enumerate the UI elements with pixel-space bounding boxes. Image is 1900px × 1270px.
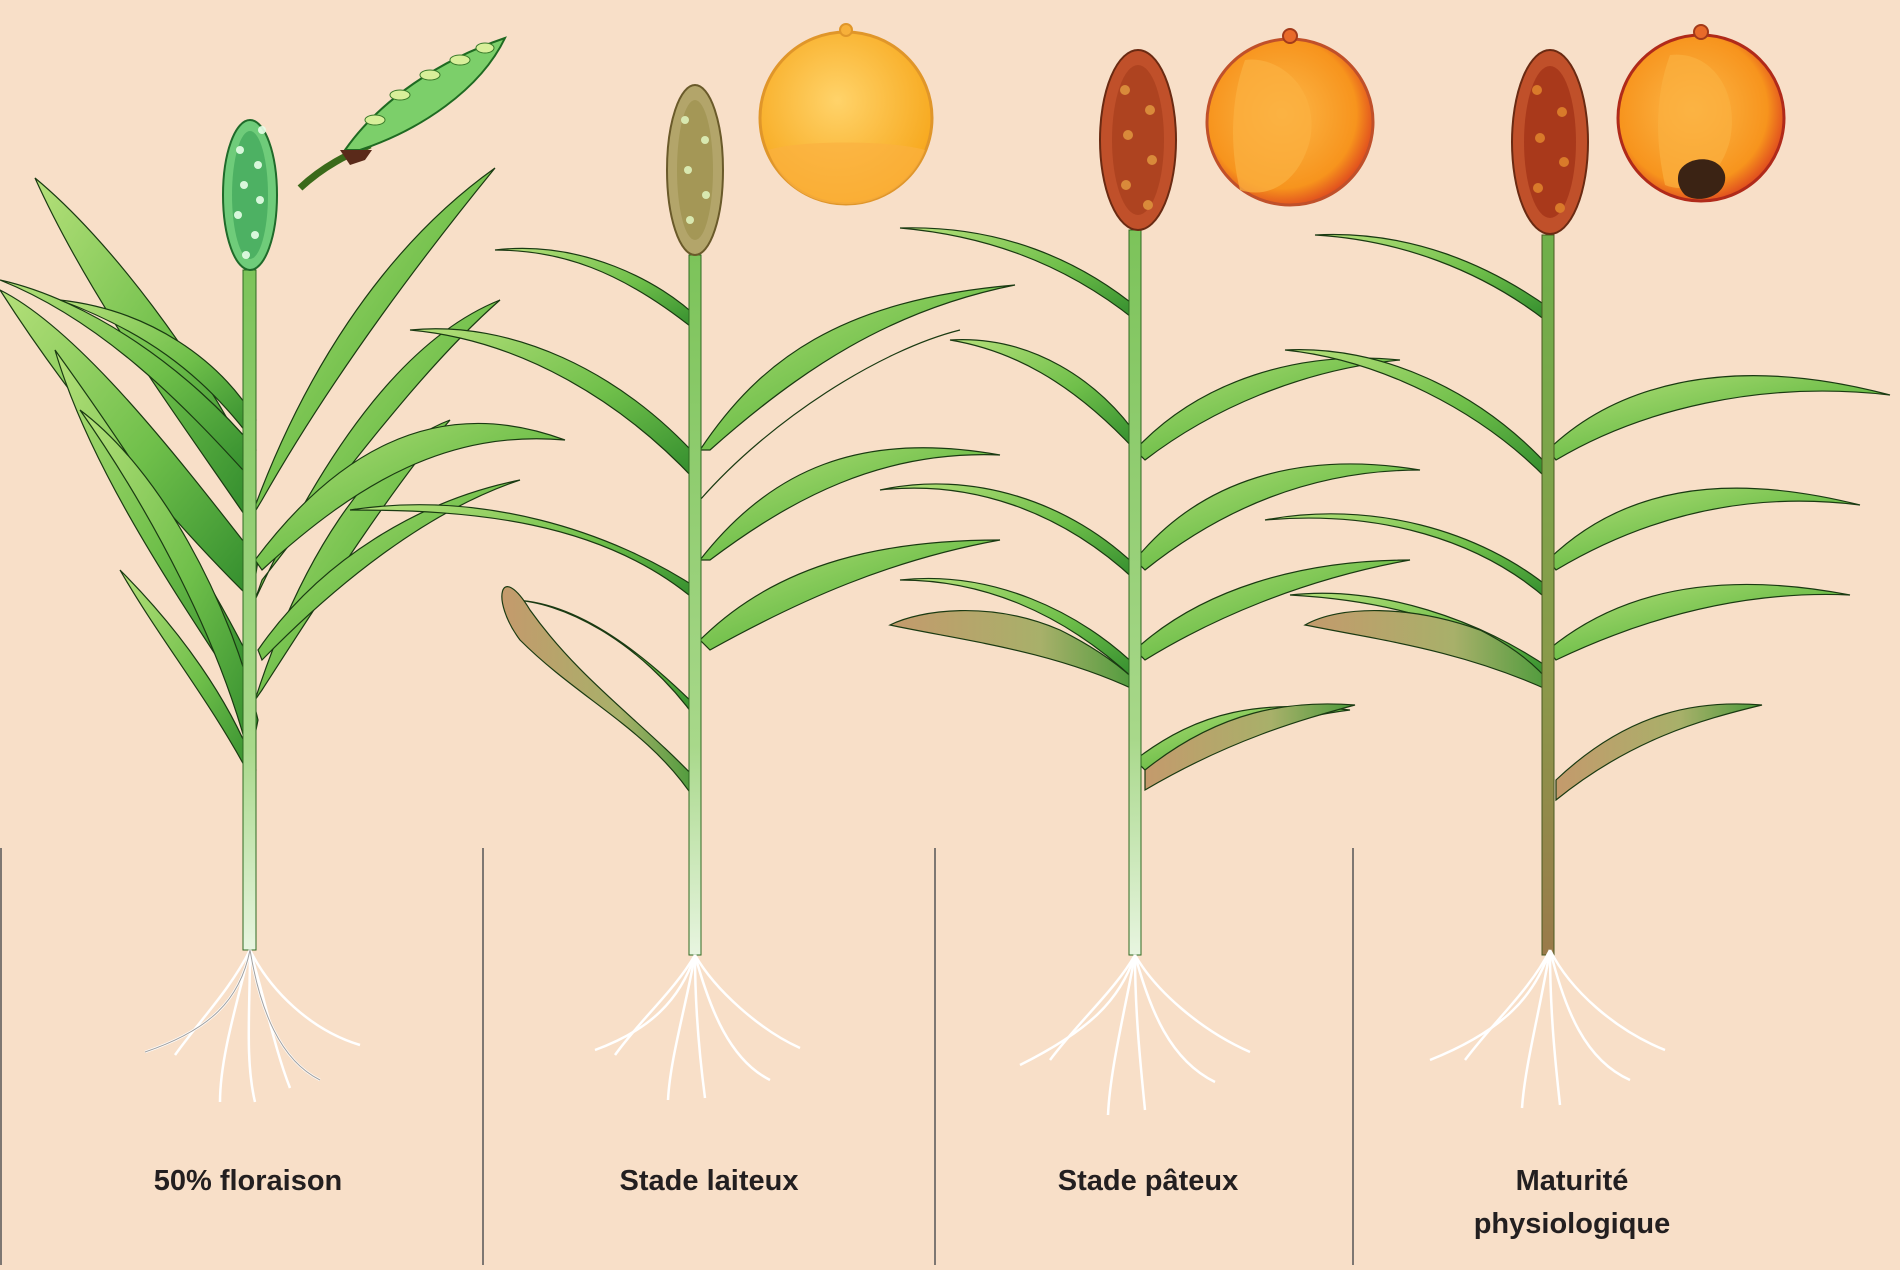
flower-detail (300, 38, 505, 188)
grain-dough (1207, 29, 1373, 205)
leaves (0, 168, 565, 780)
plant-pateux (880, 29, 1420, 1115)
grain-milky (760, 24, 932, 204)
stage-label-maturite-line-1: Maturité (1402, 1160, 1742, 1203)
stage-label-maturite-line-2: physiologique (1402, 1203, 1742, 1246)
stem (243, 270, 256, 950)
panicle (1512, 50, 1588, 234)
stage-label-laiteux-line-1: Stade laiteux (539, 1160, 879, 1203)
plant-floraison (0, 38, 565, 1102)
stem (1129, 230, 1141, 955)
panicle (667, 85, 723, 255)
grain-mature (1618, 25, 1784, 201)
roots (595, 955, 800, 1100)
roots (1020, 955, 1250, 1115)
stem (689, 255, 701, 955)
stage-label-laiteux: Stade laiteux (539, 1160, 879, 1203)
panicle (223, 120, 277, 270)
stem (1542, 235, 1554, 955)
roots (145, 950, 360, 1102)
stage-label-pateux: Stade pâteux (978, 1160, 1318, 1203)
stage-label-floraison: 50% floraison (78, 1160, 418, 1203)
stage-label-pateux-line-1: Stade pâteux (978, 1160, 1318, 1203)
stage-label-maturite: Maturité physiologique (1402, 1160, 1742, 1246)
panicle (1100, 50, 1176, 230)
leaves (880, 228, 1420, 770)
plant-laiteux (350, 24, 1015, 1100)
stage-label-floraison-line-1: 50% floraison (78, 1160, 418, 1203)
roots (1430, 950, 1665, 1108)
